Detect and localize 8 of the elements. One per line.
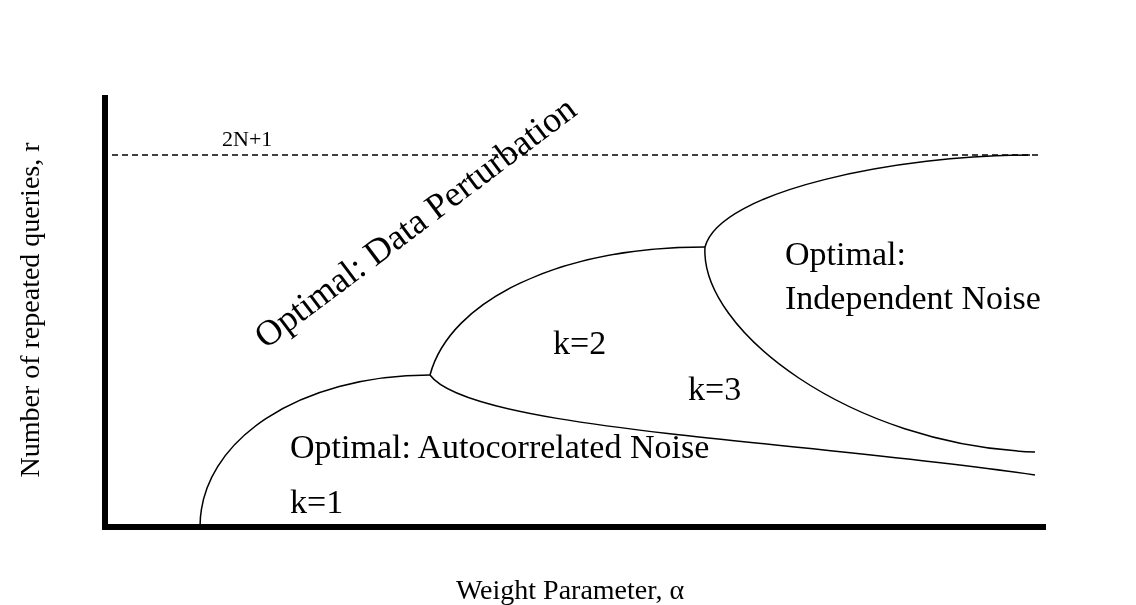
axis-title: Number of repeated queries, r <box>16 142 44 478</box>
axis-title: Weight Parameter, α <box>455 576 685 604</box>
region-label: k=1 <box>290 485 344 519</box>
threshold-label: 2N+1 <box>222 128 273 150</box>
region-label: k=3 <box>688 372 742 406</box>
region-label: Optimal: Autocorrelated Noise <box>290 430 710 464</box>
region-label: Optimal: Independent Noise <box>785 234 1042 319</box>
region-label: k=2 <box>553 326 607 360</box>
